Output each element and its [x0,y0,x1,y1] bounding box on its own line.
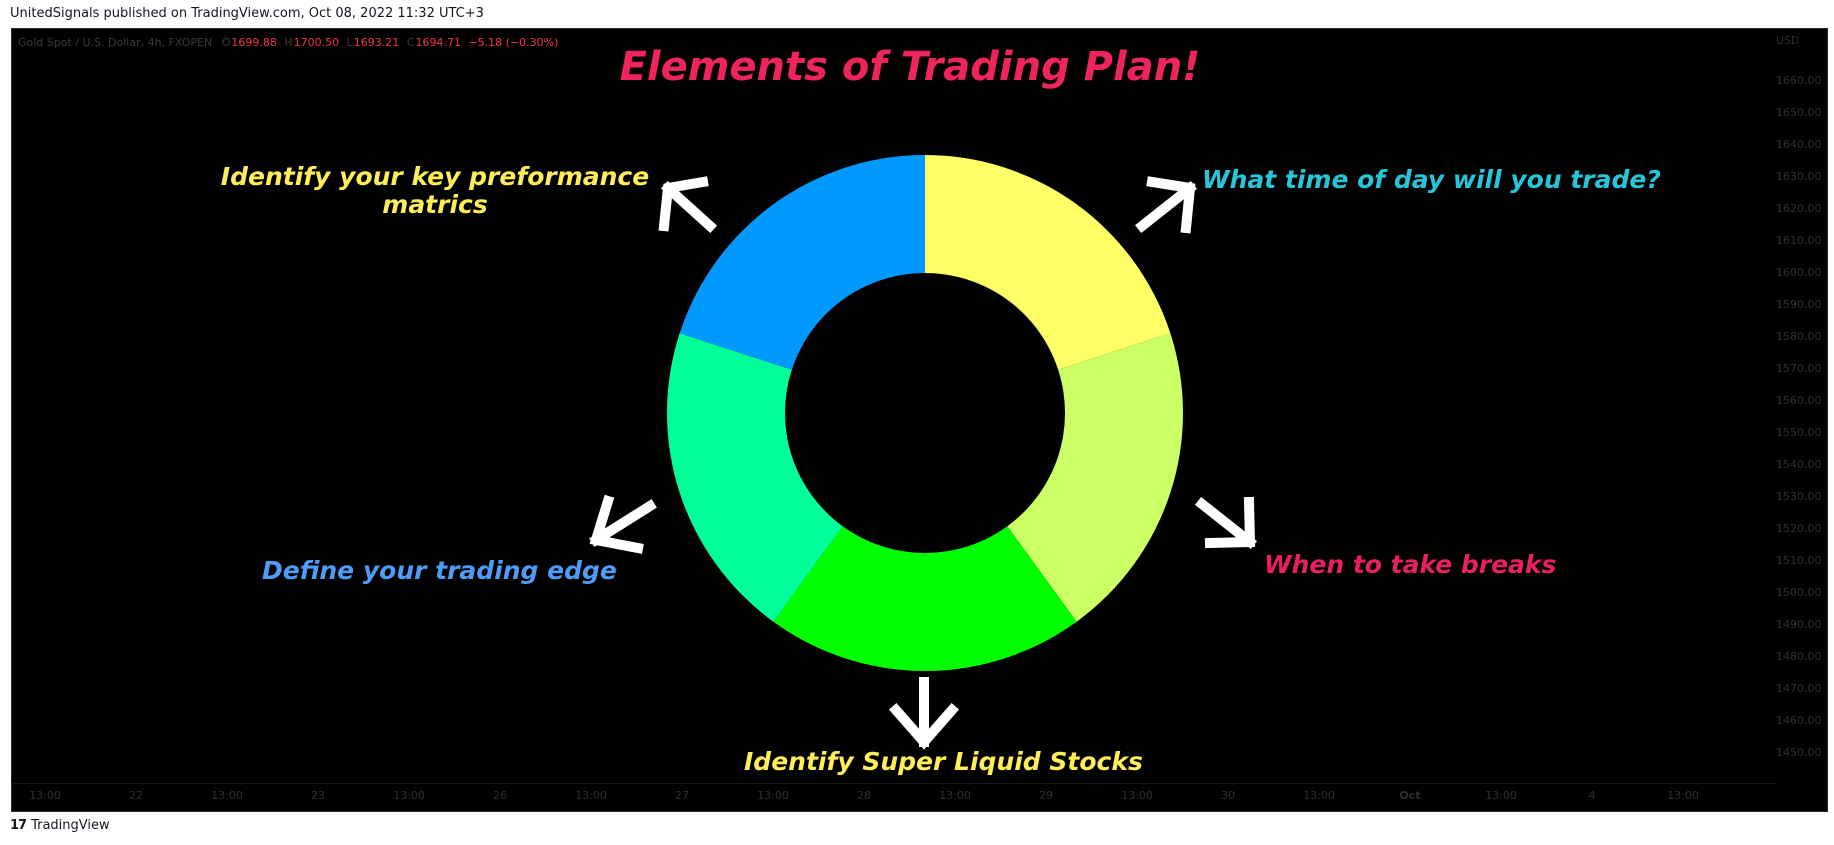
open-key: O [221,36,231,49]
arrow-down-left-icon [589,494,657,554]
price-tick: 1450.00 [1776,746,1822,759]
low-key: L [346,36,353,49]
time-tick: 22 [129,789,143,802]
open-value: 1699.88 [231,36,277,49]
time-tick: 30 [1221,789,1235,802]
time-tick: 13:00 [211,789,243,802]
low-value: 1693.21 [353,36,400,49]
donut-segment [1007,333,1183,622]
label-trade-time: What time of day will you trade? [1202,165,1661,194]
arrow-down-icon [888,677,960,750]
price-tick: 1510.00 [1776,554,1822,567]
label-liquid-stocks: Identify Super Liquid Stocks [744,747,1143,776]
price-axis[interactable]: USD 1660.00 1650.00 1640.00 1630.00 1620.00 1… [1776,28,1826,783]
published-line: UnitedSignals published on TradingView.c… [10,6,484,21]
time-tick: 13:00 [1667,789,1699,802]
footer-brand[interactable]: 17 TradingView [10,818,110,833]
donut-segment [667,333,843,622]
price-tick: 1660.00 [1776,74,1822,87]
time-tick: 13:00 [575,789,607,802]
footer-brand-name: TradingView [31,818,110,833]
price-tick: 1520.00 [1776,522,1822,535]
arrow-down-right-icon [1194,496,1258,550]
arrow-up-left-icon [658,176,718,234]
tradingview-logo-icon: 17 [10,818,27,833]
price-tick: 1540.00 [1776,458,1822,471]
infographic-title: Elements of Trading Plan! [619,44,1201,90]
price-tick: 1630.00 [1776,170,1822,183]
time-tick: 23 [311,789,325,802]
symbol-name: Gold Spot / U.S. Dollar, 4h, FXOPEN [18,36,213,49]
price-tick: 1490.00 [1776,618,1822,631]
price-tick: 1550.00 [1776,426,1822,439]
symbol-legend: Gold Spot / U.S. Dollar, 4h, FXOPEN O169… [18,36,562,49]
time-tick: 13:00 [757,789,789,802]
time-tick: 13:00 [1485,789,1517,802]
price-tick: 1560.00 [1776,394,1822,407]
price-tick: 1460.00 [1776,714,1822,727]
label-trading-edge: Define your trading edge [262,556,617,585]
price-tick: 1610.00 [1776,234,1822,247]
time-tick: 27 [675,789,689,802]
price-tick: 1570.00 [1776,362,1822,375]
time-tick: 13:00 [1303,789,1335,802]
donut-segment [773,526,1077,671]
change-value: −5.18 (−0.30%) [468,36,559,49]
high-value: 1700.50 [293,36,340,49]
time-tick: 29 [1039,789,1053,802]
price-tick: 1480.00 [1776,650,1822,663]
price-tick: 1600.00 [1776,266,1822,279]
time-axis[interactable]: 13:00 22 13:00 23 13:00 26 13:00 27 13:00 28 13:00… [11,783,1776,810]
arrow-up-right-icon [1134,176,1198,234]
time-tick: 28 [857,789,871,802]
donut-segment [679,155,925,370]
time-tick: 13:00 [393,789,425,802]
label-breaks: When to take breaks [1264,550,1557,579]
high-key: H [284,36,293,49]
price-tick: 1650.00 [1776,106,1822,119]
close-value: 1694.71 [415,36,461,49]
price-tick: 1620.00 [1776,202,1822,215]
price-tick: 1470.00 [1776,682,1822,695]
close-key: C [406,36,415,49]
price-tick: 1580.00 [1776,330,1822,343]
price-currency: USD [1776,34,1800,47]
time-tick: 13:00 [939,789,971,802]
donut-segment [925,155,1171,370]
price-tick: 1500.00 [1776,586,1822,599]
price-tick: 1590.00 [1776,298,1822,311]
time-tick: 13:00 [29,789,61,802]
time-tick: Oct [1399,789,1421,802]
time-tick: 26 [493,789,507,802]
price-tick: 1530.00 [1776,490,1822,503]
price-tick: 1640.00 [1776,138,1822,151]
time-tick: 13:00 [1121,789,1153,802]
time-tick: 4 [1588,789,1596,802]
label-kpi: Identify your key preformance matrics [220,162,650,219]
